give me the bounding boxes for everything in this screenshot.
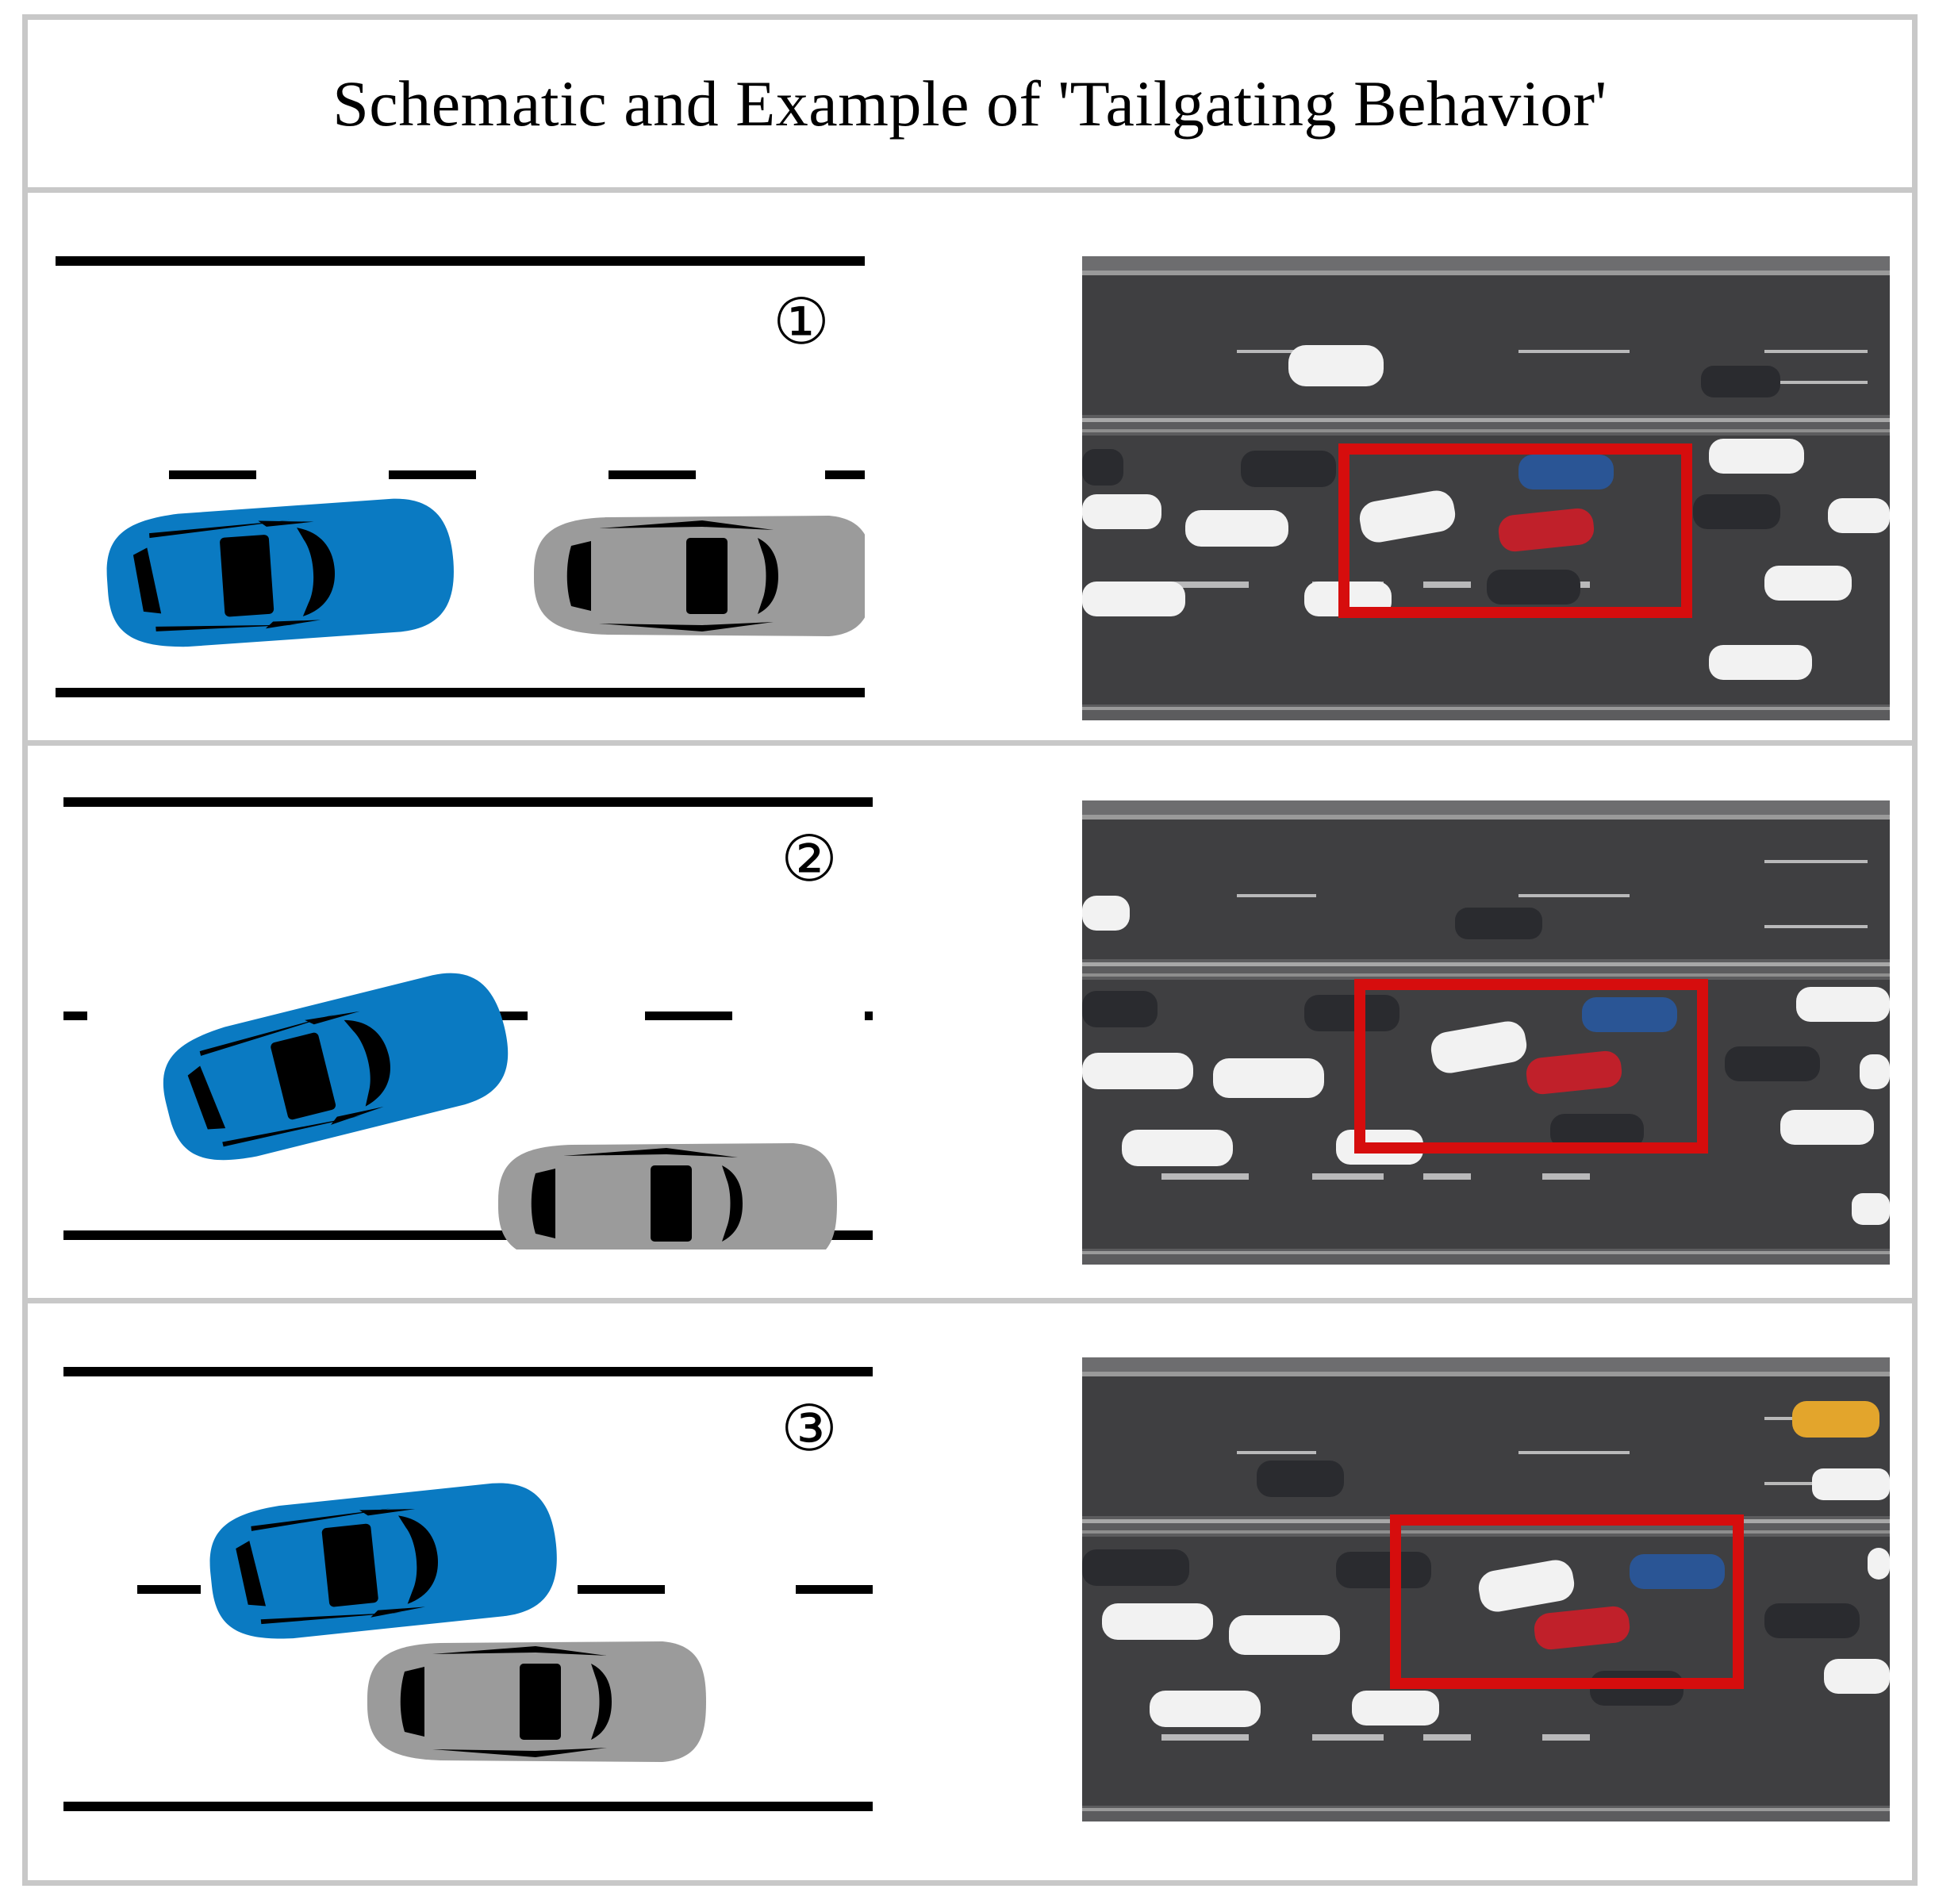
gray-car	[534, 516, 865, 636]
lane-dashes	[137, 1585, 873, 1594]
lane-dashes	[169, 470, 865, 479]
step-number: ①	[773, 285, 830, 359]
blue-car	[204, 1477, 563, 1647]
figure-title: Schematic and Example of 'Tailgating Beh…	[332, 67, 1607, 140]
panel-row-2: ②	[28, 746, 1912, 1303]
figure-frame: Schematic and Example of 'Tailgating Beh…	[22, 14, 1918, 1886]
aerial-photo-3	[1082, 1357, 1890, 1821]
highlight-box	[1354, 979, 1708, 1154]
road-edge-bottom	[63, 1802, 873, 1811]
panel-row-1: ①	[28, 193, 1912, 746]
panel-row-3: ③	[28, 1303, 1912, 1880]
highlight-box	[1390, 1514, 1744, 1689]
step-number: ②	[781, 822, 838, 896]
road-edge-top	[63, 1367, 873, 1376]
blue-car	[102, 494, 459, 652]
blue-car	[152, 961, 520, 1175]
gray-car	[367, 1641, 706, 1762]
schematic-3: ③	[63, 1367, 873, 1819]
road-edge-top	[63, 797, 873, 807]
aerial-photo-1	[1082, 256, 1890, 720]
schematic-1: ①	[56, 256, 865, 701]
road-edge-top	[56, 256, 865, 266]
step-number: ③	[781, 1392, 838, 1465]
aerial-photo-2	[1082, 800, 1890, 1265]
gray-car	[498, 1143, 837, 1250]
title-row: Schematic and Example of 'Tailgating Beh…	[28, 20, 1912, 193]
schematic-2: ②	[63, 797, 873, 1250]
lane-dashes	[63, 1012, 873, 1020]
highlight-box	[1338, 443, 1692, 618]
road-edge-bottom	[56, 688, 865, 697]
